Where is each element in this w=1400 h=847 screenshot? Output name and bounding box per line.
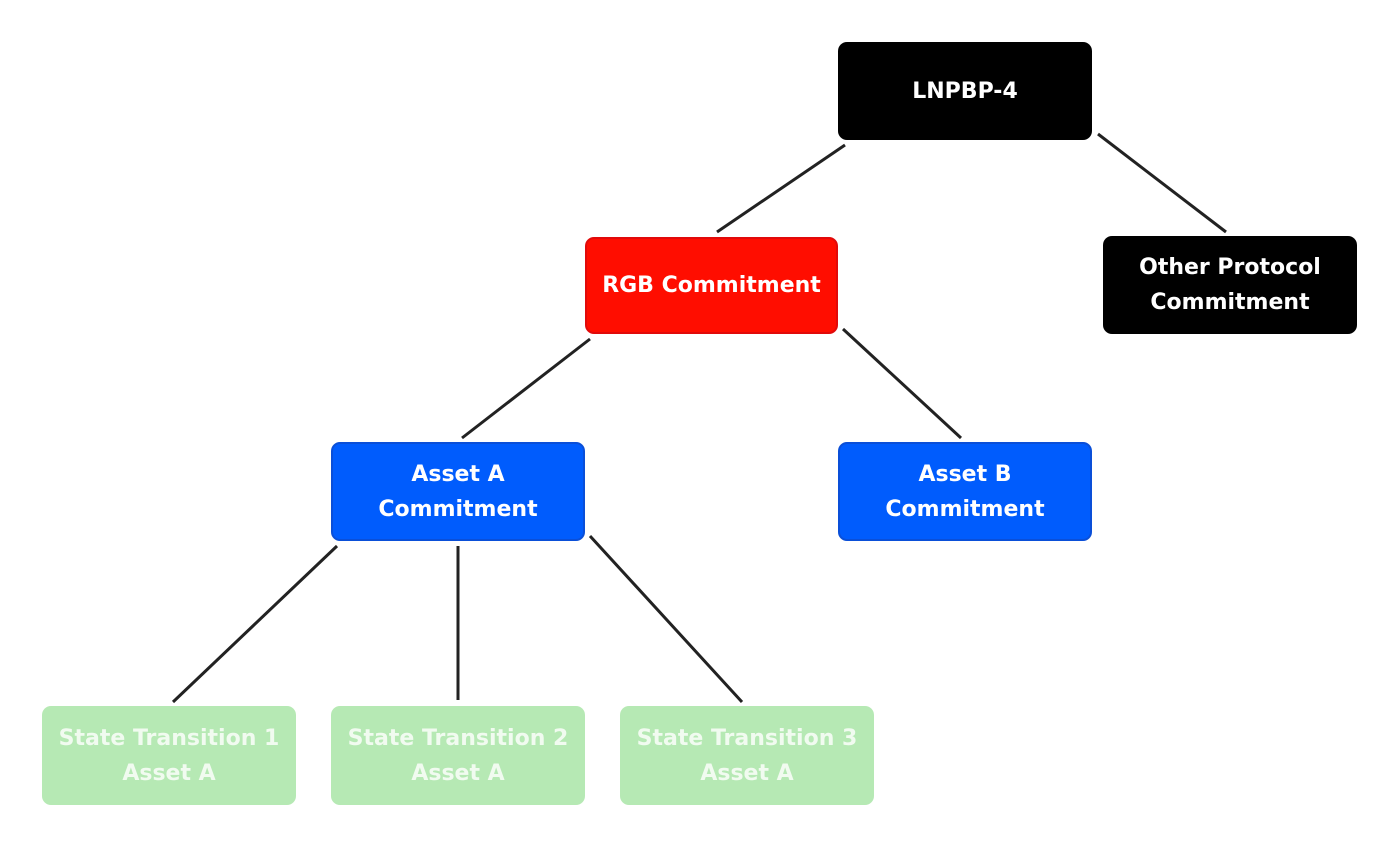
node-label-line1: Asset A — [411, 461, 505, 487]
node-label-line1: Other Protocol — [1139, 255, 1321, 280]
node-label-line2: Asset A — [122, 760, 216, 786]
node-label: RGB Commitment — [602, 273, 821, 298]
edge-asset-a-st3 — [588, 534, 744, 704]
node-label-line1: State Transition 3 — [636, 725, 858, 751]
node-label-line2: Commitment — [885, 496, 1045, 522]
edge-lnpbp-other — [1097, 132, 1227, 234]
node-rgb-commitment: RGB Commitment — [585, 237, 838, 334]
node-label-line2: Asset A — [700, 760, 794, 786]
edge-rgb-asset-b — [841, 327, 963, 440]
node-state-transition-3: State Transition 3 Asset A — [620, 706, 874, 805]
node-state-transition-1: State Transition 1 Asset A — [42, 706, 296, 805]
node-label-line2: Asset A — [411, 760, 505, 786]
node-label-line2: Commitment — [1150, 290, 1310, 315]
edge-asset-a-st1 — [171, 544, 339, 704]
node-label-line1: Asset B — [918, 461, 1012, 487]
node-label-line1: State Transition 2 — [347, 725, 569, 751]
node-lnpbp-4: LNPBP-4 — [838, 42, 1092, 140]
edge-rgb-asset-a — [461, 337, 591, 440]
edge-lnpbp-rgb — [716, 143, 846, 234]
node-asset-b-commitment: Asset B Commitment — [838, 442, 1092, 541]
node-state-transition-2: State Transition 2 Asset A — [331, 706, 585, 805]
node-asset-a-commitment: Asset A Commitment — [331, 442, 585, 541]
node-label-line1: State Transition 1 — [58, 725, 280, 751]
node-label: LNPBP-4 — [912, 78, 1018, 104]
node-other-protocol-commitment: Other Protocol Commitment — [1103, 236, 1357, 334]
node-label-line2: Commitment — [378, 496, 538, 522]
